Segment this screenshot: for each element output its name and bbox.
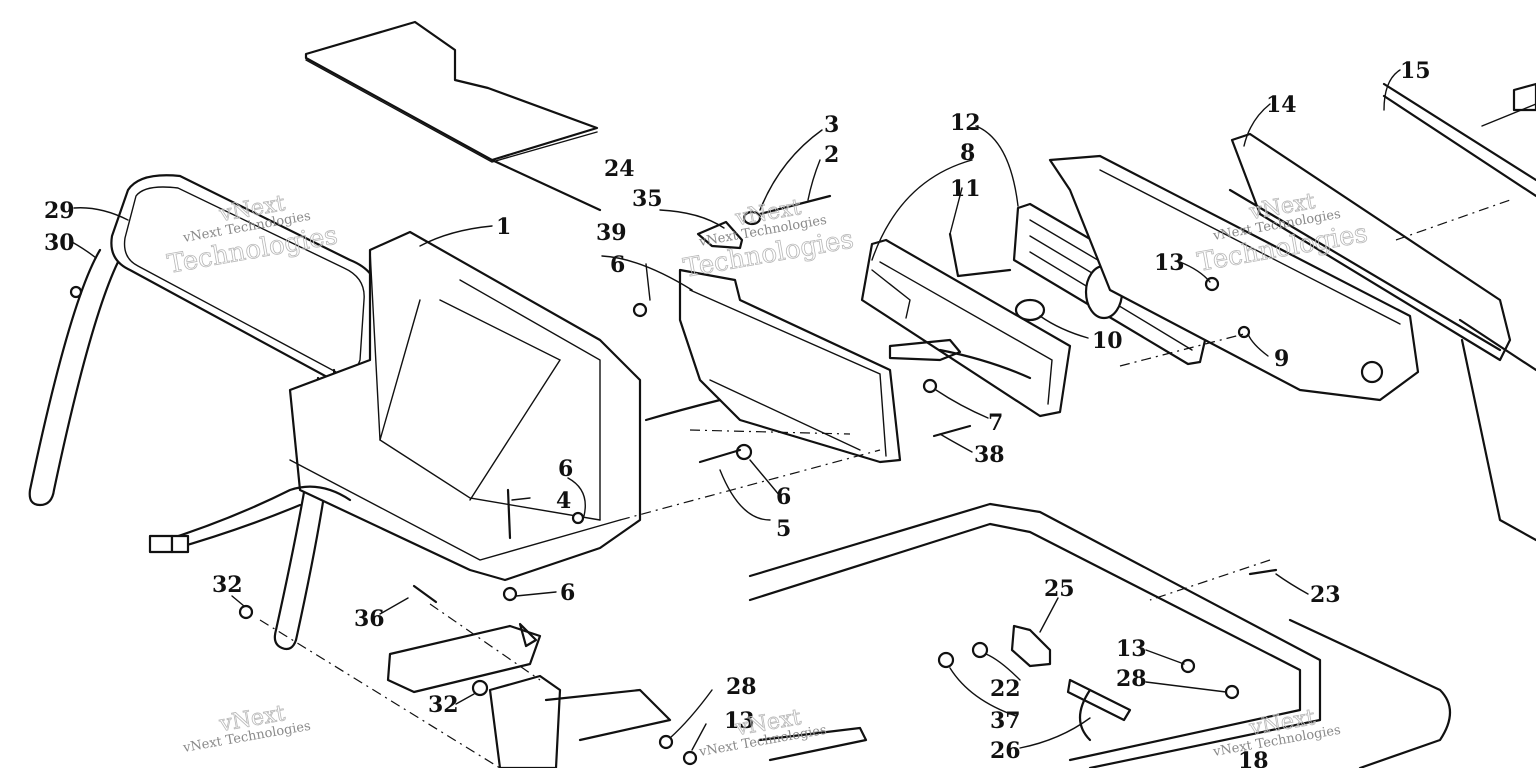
hardware xyxy=(238,276,1278,766)
callout-13-mid: 13 xyxy=(1154,250,1185,276)
callout-18: 18 xyxy=(1238,748,1269,768)
callout-35: 35 xyxy=(632,186,663,212)
callout-37: 37 xyxy=(990,708,1021,734)
callout-3: 3 xyxy=(824,112,839,138)
callout-24: 24 xyxy=(604,156,635,182)
callout-23: 23 xyxy=(1310,582,1341,608)
callout-29: 29 xyxy=(44,198,75,224)
callout-13-left: 13 xyxy=(724,708,755,734)
callout-22: 22 xyxy=(990,676,1021,702)
callout-9: 9 xyxy=(1274,346,1289,372)
callout-labels: 1 3 2 24 35 39 6 29 30 6 4 6 5 6 32 36 3… xyxy=(44,58,1431,768)
callout-38: 38 xyxy=(974,442,1005,468)
callout-13-right: 13 xyxy=(1116,636,1147,662)
callout-11: 11 xyxy=(950,176,981,202)
callout-5: 5 xyxy=(776,516,791,542)
callout-14: 14 xyxy=(1266,92,1297,118)
callout-2: 2 xyxy=(824,142,839,168)
part-24-panel xyxy=(304,20,602,212)
callout-8: 8 xyxy=(960,140,975,166)
callout-7: 7 xyxy=(988,410,1003,436)
callout-15: 15 xyxy=(1400,58,1431,84)
part-11-wire xyxy=(948,232,1012,278)
part-26-handle xyxy=(1066,678,1132,742)
callout-39: 39 xyxy=(596,220,627,246)
part-15-rear-panel xyxy=(1228,82,1536,542)
watermark-4: vNext vNext Technologies xyxy=(181,701,312,756)
callout-12: 12 xyxy=(950,110,981,136)
callout-10: 10 xyxy=(1092,328,1123,354)
alignment-lines xyxy=(259,199,1511,768)
callout-28-right: 28 xyxy=(1116,666,1147,692)
callout-28-left: 28 xyxy=(726,674,757,700)
watermark-6: vNext vNext Technologies xyxy=(1211,705,1342,760)
part-39-bracket xyxy=(644,268,902,464)
callout-4: 4 xyxy=(556,488,571,514)
part-1-housing xyxy=(288,230,642,582)
callout-6-right: 6 xyxy=(776,484,791,510)
wire-harness xyxy=(148,485,352,554)
part-36-bracket xyxy=(386,622,868,768)
watermark-2: vNext vNext Technologies Technologies xyxy=(681,195,856,285)
callout-30: 30 xyxy=(44,230,75,256)
callout-6-mid: 6 xyxy=(558,456,573,482)
callout-6-top: 6 xyxy=(610,252,625,278)
part-25-bracket xyxy=(1010,624,1052,668)
lower-frame-rail xyxy=(748,502,1452,768)
callout-6-bottom: 6 xyxy=(560,580,575,606)
callout-25: 25 xyxy=(1044,576,1075,602)
callout-32-left: 32 xyxy=(212,572,243,598)
part-35-clip xyxy=(696,194,832,250)
leader-lines xyxy=(71,69,1536,751)
callout-26: 26 xyxy=(990,738,1021,764)
part-14-tail-housing xyxy=(1048,154,1420,402)
callout-36: 36 xyxy=(354,606,385,632)
part-10-bulb xyxy=(888,298,1046,380)
callout-32-right: 32 xyxy=(428,692,459,718)
callout-1: 1 xyxy=(496,214,511,240)
